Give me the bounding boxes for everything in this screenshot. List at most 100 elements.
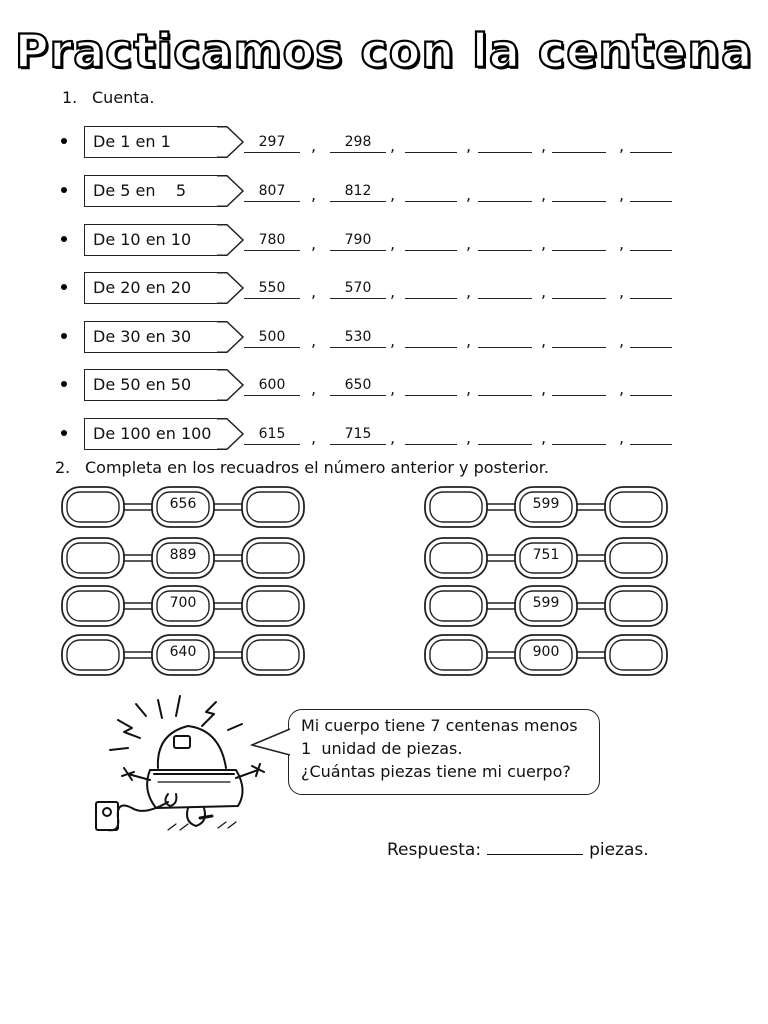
- answer-blank[interactable]: [478, 134, 532, 153]
- number-chain: 889: [60, 537, 310, 579]
- center-number: 751: [532, 547, 560, 563]
- chain-links-icon: [424, 585, 668, 627]
- chain-links-icon: [61, 634, 305, 676]
- number-chain: 700: [60, 585, 310, 627]
- chain-links-icon: [61, 486, 305, 528]
- answer-blank[interactable]: [478, 232, 532, 251]
- given-number: 650: [330, 377, 386, 396]
- arrow-tip-icon: [217, 369, 245, 401]
- next-number-box[interactable]: [248, 641, 298, 669]
- comma-separator: ,: [466, 234, 472, 253]
- bullet: [61, 236, 67, 242]
- previous-number-box[interactable]: [68, 641, 118, 669]
- comma-separator: ,: [541, 282, 547, 301]
- answer-blank[interactable]: [478, 377, 532, 396]
- step-label: De 1 en 1: [84, 126, 218, 158]
- answer-line: Respuesta: piezas.: [387, 840, 649, 860]
- comma-separator: ,: [619, 379, 625, 398]
- answer-blank[interactable]: [487, 840, 584, 855]
- center-number: 900: [532, 644, 560, 660]
- step-label: De 100 en 100: [84, 418, 218, 450]
- answer-blank[interactable]: [630, 134, 672, 153]
- comma-separator: ,: [619, 234, 625, 253]
- comma-separator: ,: [619, 185, 625, 204]
- previous-number-box[interactable]: [68, 493, 118, 521]
- arrow-tip-icon: [217, 272, 245, 304]
- answer-unit: piezas.: [589, 840, 649, 860]
- section-2-number: 2.: [55, 458, 71, 477]
- answer-blank[interactable]: [552, 134, 606, 153]
- comma-separator: ,: [390, 331, 396, 350]
- answer-blank[interactable]: [405, 377, 457, 396]
- answer-blank[interactable]: [478, 329, 532, 348]
- comma-separator: ,: [541, 331, 547, 350]
- answer-blank[interactable]: [405, 232, 457, 251]
- next-number-box[interactable]: [248, 544, 298, 572]
- answer-blank[interactable]: [405, 134, 457, 153]
- given-number: 790: [330, 232, 386, 251]
- comma-separator: ,: [619, 136, 625, 155]
- answer-blank[interactable]: [552, 426, 606, 445]
- previous-number-box[interactable]: [431, 592, 481, 620]
- answer-blank[interactable]: [552, 183, 606, 202]
- bullet: [61, 381, 67, 387]
- answer-blank[interactable]: [405, 183, 457, 202]
- next-number-box[interactable]: [248, 592, 298, 620]
- answer-blank[interactable]: [478, 280, 532, 299]
- center-number: 640: [169, 644, 197, 660]
- previous-number-box[interactable]: [68, 592, 118, 620]
- answer-blank[interactable]: [630, 329, 672, 348]
- next-number-box[interactable]: [248, 493, 298, 521]
- answer-label: Respuesta:: [387, 840, 482, 860]
- center-number: 889: [169, 547, 197, 563]
- answer-blank[interactable]: [405, 280, 457, 299]
- comma-separator: ,: [390, 379, 396, 398]
- given-number: 807: [244, 183, 300, 202]
- answer-blank[interactable]: [630, 183, 672, 202]
- previous-number-box[interactable]: [68, 544, 118, 572]
- comma-separator: ,: [390, 185, 396, 204]
- bubble-text: Mi cuerpo tiene 7 centenas menos 1 unida…: [301, 714, 578, 783]
- answer-blank[interactable]: [630, 426, 672, 445]
- step-label: De 10 en 10: [84, 224, 218, 256]
- step-label: De 50 en 50: [84, 369, 218, 401]
- center-number: 599: [532, 595, 560, 611]
- answer-blank[interactable]: [478, 183, 532, 202]
- previous-number-box[interactable]: [431, 544, 481, 572]
- previous-number-box[interactable]: [431, 641, 481, 669]
- comma-separator: ,: [311, 136, 317, 155]
- answer-blank[interactable]: [552, 280, 606, 299]
- next-number-box[interactable]: [611, 641, 661, 669]
- comma-separator: ,: [466, 185, 472, 204]
- answer-blank[interactable]: [552, 377, 606, 396]
- previous-number-box[interactable]: [431, 493, 481, 521]
- next-number-box[interactable]: [611, 544, 661, 572]
- robot-illustration: [95, 695, 265, 832]
- answer-blank[interactable]: [630, 232, 672, 251]
- comma-separator: ,: [311, 234, 317, 253]
- answer-blank[interactable]: [630, 280, 672, 299]
- comma-separator: ,: [390, 136, 396, 155]
- chain-links-icon: [61, 585, 305, 627]
- answer-blank[interactable]: [630, 377, 672, 396]
- given-number: 780: [244, 232, 300, 251]
- answer-blank[interactable]: [552, 232, 606, 251]
- next-number-box[interactable]: [611, 493, 661, 521]
- chain-links-icon: [424, 537, 668, 579]
- comma-separator: ,: [541, 428, 547, 447]
- section-1-label: Cuenta.: [92, 88, 155, 107]
- next-number-box[interactable]: [611, 592, 661, 620]
- answer-blank[interactable]: [405, 426, 457, 445]
- bullet: [61, 333, 67, 339]
- comma-separator: ,: [466, 428, 472, 447]
- number-chain: 599: [423, 486, 673, 528]
- worksheet-title: Practicamos con la centena: [14, 23, 754, 79]
- given-number: 530: [330, 329, 386, 348]
- answer-blank[interactable]: [552, 329, 606, 348]
- given-number: 298: [330, 134, 386, 153]
- bubble-line-2: 1 unidad de piezas.: [301, 739, 463, 758]
- answer-blank[interactable]: [478, 426, 532, 445]
- answer-blank[interactable]: [405, 329, 457, 348]
